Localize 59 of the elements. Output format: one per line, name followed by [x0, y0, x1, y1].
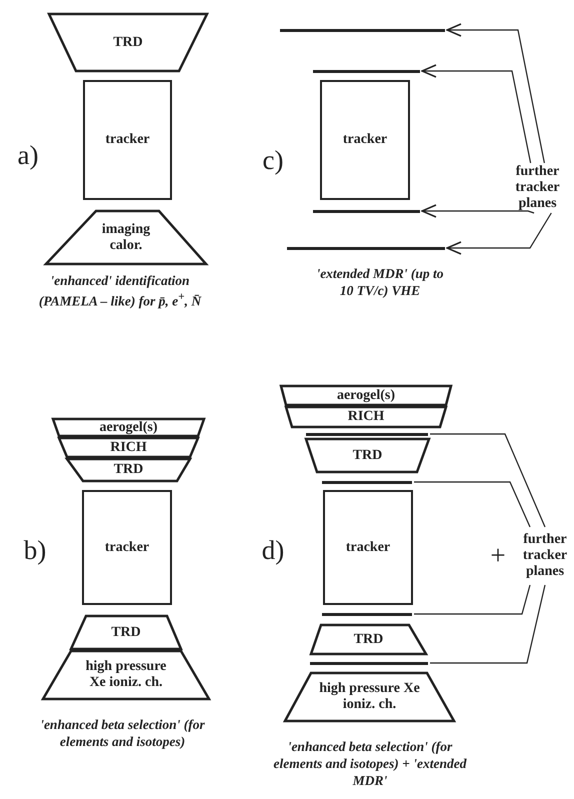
- layer-label: high pressure Xe ioniz. ch.: [318, 681, 421, 713]
- detector-layer: [284, 672, 455, 722]
- detector-layer: [45, 210, 207, 265]
- detector-layer: [48, 13, 208, 72]
- layer-label: tracker: [342, 132, 388, 148]
- layer-label: high pressure Xe ioniz. ch.: [84, 659, 168, 691]
- layer-label: TRD: [354, 632, 384, 648]
- layer-label: TRD: [114, 462, 144, 478]
- detector-layer: [52, 418, 205, 437]
- tracker-plane: [322, 612, 412, 616]
- layer-label: RICH: [348, 409, 384, 425]
- leader-line: [430, 433, 546, 528]
- layer-label: TRD: [352, 448, 382, 464]
- caption: 'enhanced beta selection' (for elements and isotopes) + 'extended MDR': [272, 738, 468, 789]
- leader-line: [414, 584, 531, 615]
- detector-layer: [66, 458, 191, 482]
- detector-layer: [58, 437, 199, 458]
- tracker-box: [320, 80, 410, 200]
- tracker-box: [323, 490, 413, 605]
- arrow: [421, 204, 534, 218]
- arrow: [421, 64, 532, 164]
- tracker-box: [82, 490, 172, 605]
- detector-layer: [280, 385, 452, 406]
- layer-label: aerogel(s): [336, 388, 396, 404]
- panel-label: d): [260, 535, 286, 566]
- layer-label: aerogel(s): [99, 420, 158, 436]
- detector-layer: [305, 438, 430, 473]
- tracker-plane: [313, 70, 420, 72]
- detector-layer: [285, 406, 447, 428]
- detector-layer: [42, 650, 210, 700]
- arrow: [446, 23, 545, 164]
- tracker-plane: [280, 28, 445, 32]
- layer-label: TRD: [113, 34, 143, 50]
- panel-label: a): [16, 140, 40, 171]
- panel-label: b): [22, 535, 48, 566]
- leader-line: [430, 584, 546, 664]
- layer-label: RICH: [110, 440, 147, 456]
- layer-label: tracker: [346, 540, 390, 556]
- panel-label: c): [262, 145, 284, 176]
- callout-text: further tracker planes: [522, 532, 568, 580]
- caption: 'extended MDR' (up to 10 TV/c) VHE: [315, 265, 445, 299]
- detector-layer: [70, 615, 182, 650]
- layer-label: tracker: [105, 132, 150, 148]
- tracker-box: [83, 80, 172, 200]
- caption: 'enhanced beta selection' (for elements and isotopes): [39, 716, 206, 750]
- layer-label: TRD: [111, 624, 141, 640]
- tracker-plane: [310, 662, 428, 664]
- layer-label: tracker: [104, 540, 150, 556]
- leader-line: [414, 481, 531, 528]
- caption: 'enhanced' identification (PAMELA – like) for p̄, e$^{+}$, N̄: [38, 272, 202, 310]
- detector-layer: [310, 624, 427, 655]
- layer-label: imaging calor.: [101, 222, 151, 254]
- tracker-plane: [313, 210, 420, 212]
- tracker-plane: [322, 480, 412, 484]
- tracker-plane: [306, 432, 428, 436]
- callout-text: further tracker planes: [514, 164, 561, 212]
- arrow: [446, 212, 552, 255]
- plus-sign: +: [489, 540, 507, 571]
- tracker-plane: [287, 246, 445, 250]
